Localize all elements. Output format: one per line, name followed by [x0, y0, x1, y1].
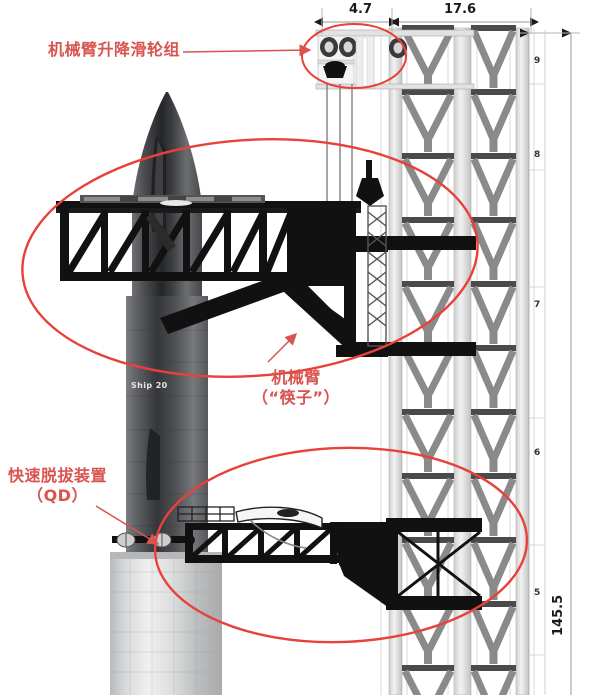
highlight-ellipses: [21, 23, 529, 644]
tower-level-5: 5: [534, 588, 541, 598]
label-mechazilla-arm: 机械臂 （“筷子”）: [252, 368, 341, 407]
arm-highlight-ellipse: [21, 138, 479, 378]
ship-designation-label: Ship 20: [131, 381, 168, 390]
truss-member: [470, 93, 497, 142]
truss-member: [470, 541, 497, 590]
ship-upper-barrel: [126, 296, 208, 558]
tower-level-7: 7: [534, 300, 541, 310]
qd-highlight-ellipse: [153, 446, 529, 644]
truss-member: [424, 413, 455, 462]
tower-level-9: 9: [534, 56, 541, 66]
truss-member: [401, 93, 432, 142]
truss-member: [470, 285, 497, 334]
leader-qd: [95, 505, 160, 545]
truss-member: [470, 413, 497, 462]
truss-member: [490, 605, 517, 654]
truss-member: [490, 477, 517, 526]
label-quick-disconnect: 快速脱拔装置 （QD）: [8, 466, 108, 505]
tower-level-8: 8: [534, 150, 541, 160]
aft-flap: [146, 428, 160, 500]
tower-top-deck-lower: [315, 83, 475, 90]
truss-member: [401, 29, 432, 78]
truss-member: [424, 29, 455, 78]
truss-member: [470, 221, 497, 270]
truss-member: [401, 605, 432, 654]
leader-lines: [95, 44, 312, 545]
label-pulley-block: 机械臂升降滑轮组: [48, 40, 181, 59]
truss-member: [424, 285, 455, 334]
truss-member: [470, 477, 497, 526]
starship-vehicle: [110, 92, 222, 695]
truss-member: [470, 157, 497, 206]
qd-ship-plate: [116, 532, 172, 548]
mechazilla-arm-upper: [56, 160, 476, 357]
truss-member: [434, 669, 455, 695]
truss-member: [490, 413, 517, 462]
truss-member: [470, 669, 489, 695]
truss-member: [424, 605, 455, 654]
tower-column-right: [515, 27, 530, 695]
truss-member: [470, 349, 497, 398]
truss-member: [470, 605, 497, 654]
truss-member: [401, 349, 432, 398]
truss-member: [490, 541, 517, 590]
truss-member: [424, 93, 455, 142]
leader-arm: [267, 332, 298, 363]
truss-member: [490, 157, 517, 206]
truss-member: [490, 93, 517, 142]
ship-stringers: [129, 556, 197, 695]
truss-member: [424, 349, 455, 398]
tower-level-6: 6: [534, 448, 541, 458]
dimension-lines: [314, 8, 580, 695]
tower-level-ticks: [529, 83, 545, 656]
truss-member: [401, 541, 432, 590]
quick-disconnect-arm: [112, 506, 482, 610]
truss-member: [401, 669, 422, 695]
truss-member: [490, 221, 517, 270]
qd-platform-railing: [177, 506, 235, 522]
truss-member: [490, 349, 517, 398]
hoist-cables: [326, 84, 353, 212]
leader-pulley: [182, 44, 312, 57]
truss-member: [490, 29, 517, 78]
ship-lower-tank: [110, 556, 222, 695]
truss-member: [401, 413, 432, 462]
arm-deck-fittings: [120, 196, 232, 206]
ship-lower-rings: [110, 571, 222, 673]
qd-pivot: [185, 535, 195, 545]
hoist-rail: [362, 37, 368, 87]
truss-member: [498, 669, 517, 695]
dimension-width-small: 4.7: [349, 2, 373, 17]
truss-member: [424, 477, 455, 526]
truss-member: [470, 29, 497, 78]
truss-member: [490, 285, 517, 334]
dimension-width-large: 17.6: [444, 2, 477, 17]
ship-tank-collar: [110, 552, 222, 559]
truss-member: [401, 477, 432, 526]
launch-tower: [315, 25, 535, 695]
dimension-total-height: 145.5: [551, 594, 566, 636]
tower-column-mid: [453, 27, 472, 695]
arm-mast-lattice: [367, 205, 387, 347]
hook-block-top: [325, 61, 345, 71]
